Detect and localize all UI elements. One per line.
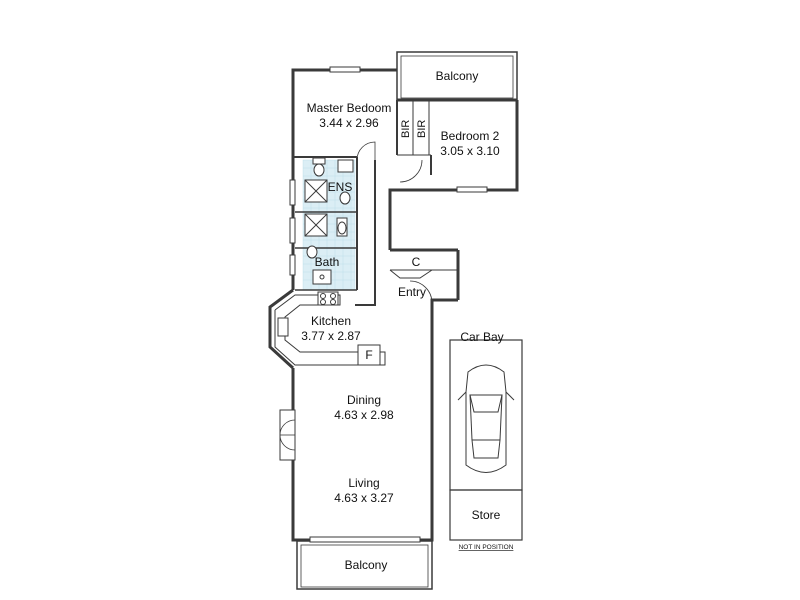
fridge-label: F <box>365 348 372 362</box>
not-in-position-note: NOT IN POSITION <box>459 544 514 551</box>
bir-1-label: BIR <box>400 120 412 138</box>
ensuite-fixtures <box>304 157 354 205</box>
kitchen-label: Kitchen <box>311 314 351 328</box>
store-label: Store <box>472 508 501 522</box>
windows <box>279 66 488 543</box>
dining-size: 4.63 x 2.98 <box>334 408 394 422</box>
bir-2-label: BIR <box>416 120 428 138</box>
ensuite-label: ENS <box>328 180 353 194</box>
master-bedroom-size: 3.44 x 2.96 <box>319 116 379 130</box>
bedroom-2-label: Bedroom 2 <box>441 129 500 143</box>
balcony-bottom <box>296 540 433 590</box>
entry-label: Entry <box>398 285 426 299</box>
master-bedroom-label: Master Bedoom <box>307 101 392 115</box>
kitchen-size: 3.77 x 2.87 <box>301 329 361 343</box>
kitchen-fixtures <box>274 291 386 366</box>
cupboard-label: C <box>412 255 421 269</box>
door-swings <box>279 141 433 451</box>
living-label: Living <box>348 476 379 490</box>
balcony-top-label: Balcony <box>436 69 479 83</box>
bath-fixtures <box>304 213 348 285</box>
interior-walls <box>293 100 458 306</box>
bath-label: Bath <box>315 255 340 269</box>
bedroom-2-size: 3.05 x 3.10 <box>440 144 500 158</box>
balcony-top <box>396 51 518 101</box>
living-size: 4.63 x 3.27 <box>334 491 394 505</box>
car-icon <box>457 364 515 473</box>
car-bay <box>449 339 523 541</box>
car-bay-label: Car Bay <box>460 330 503 344</box>
balcony-bottom-label: Balcony <box>345 558 388 572</box>
outer-walls <box>268 68 519 542</box>
dining-label: Dining <box>347 393 381 407</box>
